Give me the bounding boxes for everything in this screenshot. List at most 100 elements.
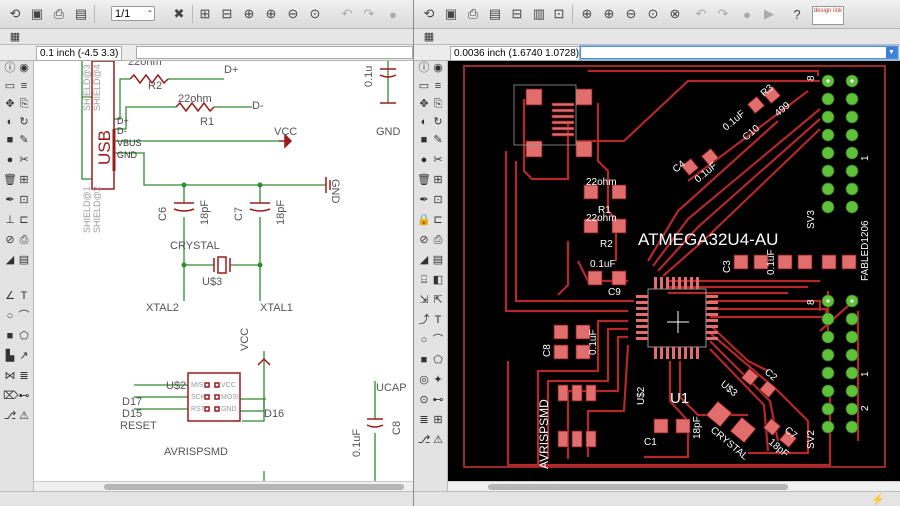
miter-icon[interactable]: ◢ bbox=[419, 254, 429, 266]
undo-icon[interactable]: ↶ bbox=[341, 6, 353, 21]
group-icon[interactable]: ■ bbox=[6, 134, 14, 146]
wrench-icon[interactable]: ✎ bbox=[433, 134, 443, 146]
rect-icon[interactable]: ■ bbox=[420, 354, 428, 366]
erc-icon[interactable]: ⎇ bbox=[3, 410, 17, 422]
label-icon[interactable]: ≣ bbox=[19, 370, 29, 382]
value-icon[interactable]: ⊡ bbox=[19, 194, 29, 206]
name-icon[interactable]: ✒ bbox=[5, 194, 15, 206]
scroll-thumb[interactable] bbox=[104, 484, 404, 490]
polygon-icon[interactable]: ⬠ bbox=[433, 354, 443, 366]
cut-icon[interactable]: ✂ bbox=[19, 154, 29, 166]
eye-icon[interactable]: ◉ bbox=[19, 62, 29, 74]
split-icon[interactable]: ⊏ bbox=[433, 214, 443, 226]
sheet-spinner-icon[interactable]: ⌃ bbox=[146, 9, 154, 18]
zoom-out-icon[interactable]: ⊖ bbox=[625, 6, 637, 21]
group-icon[interactable]: ■ bbox=[420, 134, 428, 146]
zoom-area-icon[interactable]: ⊗ bbox=[669, 6, 681, 21]
info-icon[interactable]: ⓘ bbox=[418, 62, 430, 74]
open-icon[interactable]: ⟲ bbox=[9, 6, 21, 21]
select-icon[interactable]: ▭ bbox=[4, 80, 16, 92]
route-icon[interactable]: ⇲ bbox=[419, 294, 429, 306]
warning-icon[interactable]: ⚠ bbox=[19, 410, 29, 422]
smash-icon[interactable]: ⊘ bbox=[5, 234, 15, 246]
erc-icon[interactable]: ⎇ bbox=[417, 434, 431, 446]
save-icon[interactable]: ▣ bbox=[30, 6, 44, 21]
arc-icon[interactable]: ⌒ bbox=[18, 310, 30, 322]
cut-icon[interactable]: ✂ bbox=[433, 154, 443, 166]
sheet-select[interactable]: 1/1 bbox=[111, 6, 155, 21]
zoom-out-icon[interactable]: ⊖ bbox=[287, 6, 299, 21]
cam-icon[interactable]: ▤ bbox=[74, 6, 88, 21]
schematic-canvas[interactable]: USB D+ D- VBUS GND SHIELD@3 SHIELD@4 SHI… bbox=[34, 61, 413, 481]
attribute-icon[interactable]: ⊷ bbox=[432, 394, 444, 406]
chevron-down-icon[interactable]: ▼ bbox=[886, 47, 897, 58]
eye-icon[interactable]: ◉ bbox=[433, 62, 443, 74]
delete-icon[interactable]: 🗑 bbox=[417, 174, 431, 186]
copy-icon[interactable]: ⎘ bbox=[19, 98, 29, 110]
paint-icon[interactable]: ● bbox=[6, 154, 14, 166]
board-switch-icon[interactable]: ⊟ bbox=[221, 6, 233, 21]
cam-icon[interactable]: ▤ bbox=[488, 6, 502, 21]
circle-icon[interactable]: ○ bbox=[420, 334, 428, 346]
layers-icon[interactable]: ≡ bbox=[20, 80, 28, 92]
signal-icon[interactable]: ✦ bbox=[433, 374, 443, 386]
drc-icon[interactable]: ⊡ bbox=[553, 6, 565, 21]
schematic-switch-icon[interactable]: ⊟ bbox=[511, 6, 523, 21]
go-icon[interactable]: ▶ bbox=[764, 6, 774, 21]
paste-icon[interactable]: ▤ bbox=[18, 254, 30, 266]
save-icon[interactable]: ▣ bbox=[444, 6, 458, 21]
help-icon[interactable]: ? bbox=[793, 6, 801, 22]
text-icon[interactable]: T bbox=[20, 290, 28, 302]
print-icon[interactable]: ⎙ bbox=[467, 6, 479, 21]
circle-icon[interactable]: ○ bbox=[6, 310, 14, 322]
zoom-select-icon[interactable]: ⊙ bbox=[309, 6, 321, 21]
bus-icon[interactable]: ▙ bbox=[5, 350, 15, 362]
net-icon[interactable]: ↗ bbox=[19, 350, 29, 362]
polygon-icon[interactable]: ⬠ bbox=[19, 330, 29, 342]
miter-icon[interactable]: ◢ bbox=[5, 254, 15, 266]
paint-icon[interactable]: ● bbox=[420, 154, 428, 166]
paste-icon[interactable]: ▤ bbox=[432, 254, 444, 266]
warning-icon[interactable]: ⚠ bbox=[433, 434, 443, 446]
name-icon[interactable]: ✒ bbox=[419, 194, 429, 206]
wrench-icon[interactable]: ✎ bbox=[19, 134, 29, 146]
copy-icon[interactable]: ⎘ bbox=[433, 98, 443, 110]
delete-icon[interactable]: 🗑 bbox=[3, 174, 17, 186]
value-icon[interactable]: ⊡ bbox=[433, 194, 443, 206]
mirror-icon[interactable]: ◐ bbox=[420, 116, 428, 128]
undo-icon[interactable]: ↶ bbox=[695, 6, 707, 21]
move-icon[interactable]: ✥ bbox=[5, 98, 15, 110]
add-icon[interactable]: ⊞ bbox=[433, 174, 443, 186]
layers-icon[interactable]: ≡ bbox=[434, 80, 442, 92]
stop-icon[interactable]: ● bbox=[743, 6, 751, 22]
add-icon[interactable]: ⊞ bbox=[19, 174, 29, 186]
ripup-icon[interactable]: ⇱ bbox=[433, 294, 443, 306]
redo-icon[interactable]: ↷ bbox=[363, 6, 375, 21]
zoom-select-icon[interactable]: ⊙ bbox=[647, 6, 659, 21]
change-icon[interactable]: ⎙ bbox=[433, 234, 443, 246]
wire-icon[interactable]: ⤴ bbox=[418, 314, 430, 326]
board-hscrollbar[interactable] bbox=[448, 481, 900, 492]
lightning-icon[interactable]: ⚡ bbox=[871, 494, 885, 506]
command-line[interactable]: ▼ bbox=[580, 46, 898, 59]
print-icon[interactable]: ⎙ bbox=[53, 6, 65, 21]
fit-icon[interactable]: ⊞ bbox=[199, 6, 211, 21]
open-icon[interactable]: ⟲ bbox=[423, 6, 435, 21]
lock-icon[interactable]: ⊥ bbox=[5, 214, 15, 226]
zoom-in-icon[interactable]: ⊕ bbox=[265, 6, 277, 21]
ratsnest-all-icon[interactable]: ≣ bbox=[419, 414, 429, 426]
close-sheet-icon[interactable]: ✖ bbox=[173, 6, 185, 21]
command-line[interactable] bbox=[136, 46, 413, 59]
grid-icon[interactable]: ▦ bbox=[9, 31, 21, 43]
wire-icon[interactable]: ∠ bbox=[5, 290, 15, 302]
select-icon[interactable]: ▭ bbox=[418, 80, 430, 92]
board-canvas[interactable]: 22ohm R1 22ohm R2 0.1uF C9 C4 0.1uF 0.1u… bbox=[448, 61, 900, 481]
change-icon[interactable]: ⎙ bbox=[19, 234, 29, 246]
text-icon[interactable]: T bbox=[434, 314, 442, 326]
grid-icon[interactable]: ▦ bbox=[423, 31, 435, 43]
info-icon[interactable]: ⓘ bbox=[4, 62, 16, 74]
split-icon[interactable]: ⊏ bbox=[19, 214, 29, 226]
run-icon[interactable]: ▥ bbox=[532, 6, 546, 21]
zoom-fit-icon[interactable]: ⊕ bbox=[581, 6, 593, 21]
junction-icon[interactable]: ⋈ bbox=[4, 370, 16, 382]
